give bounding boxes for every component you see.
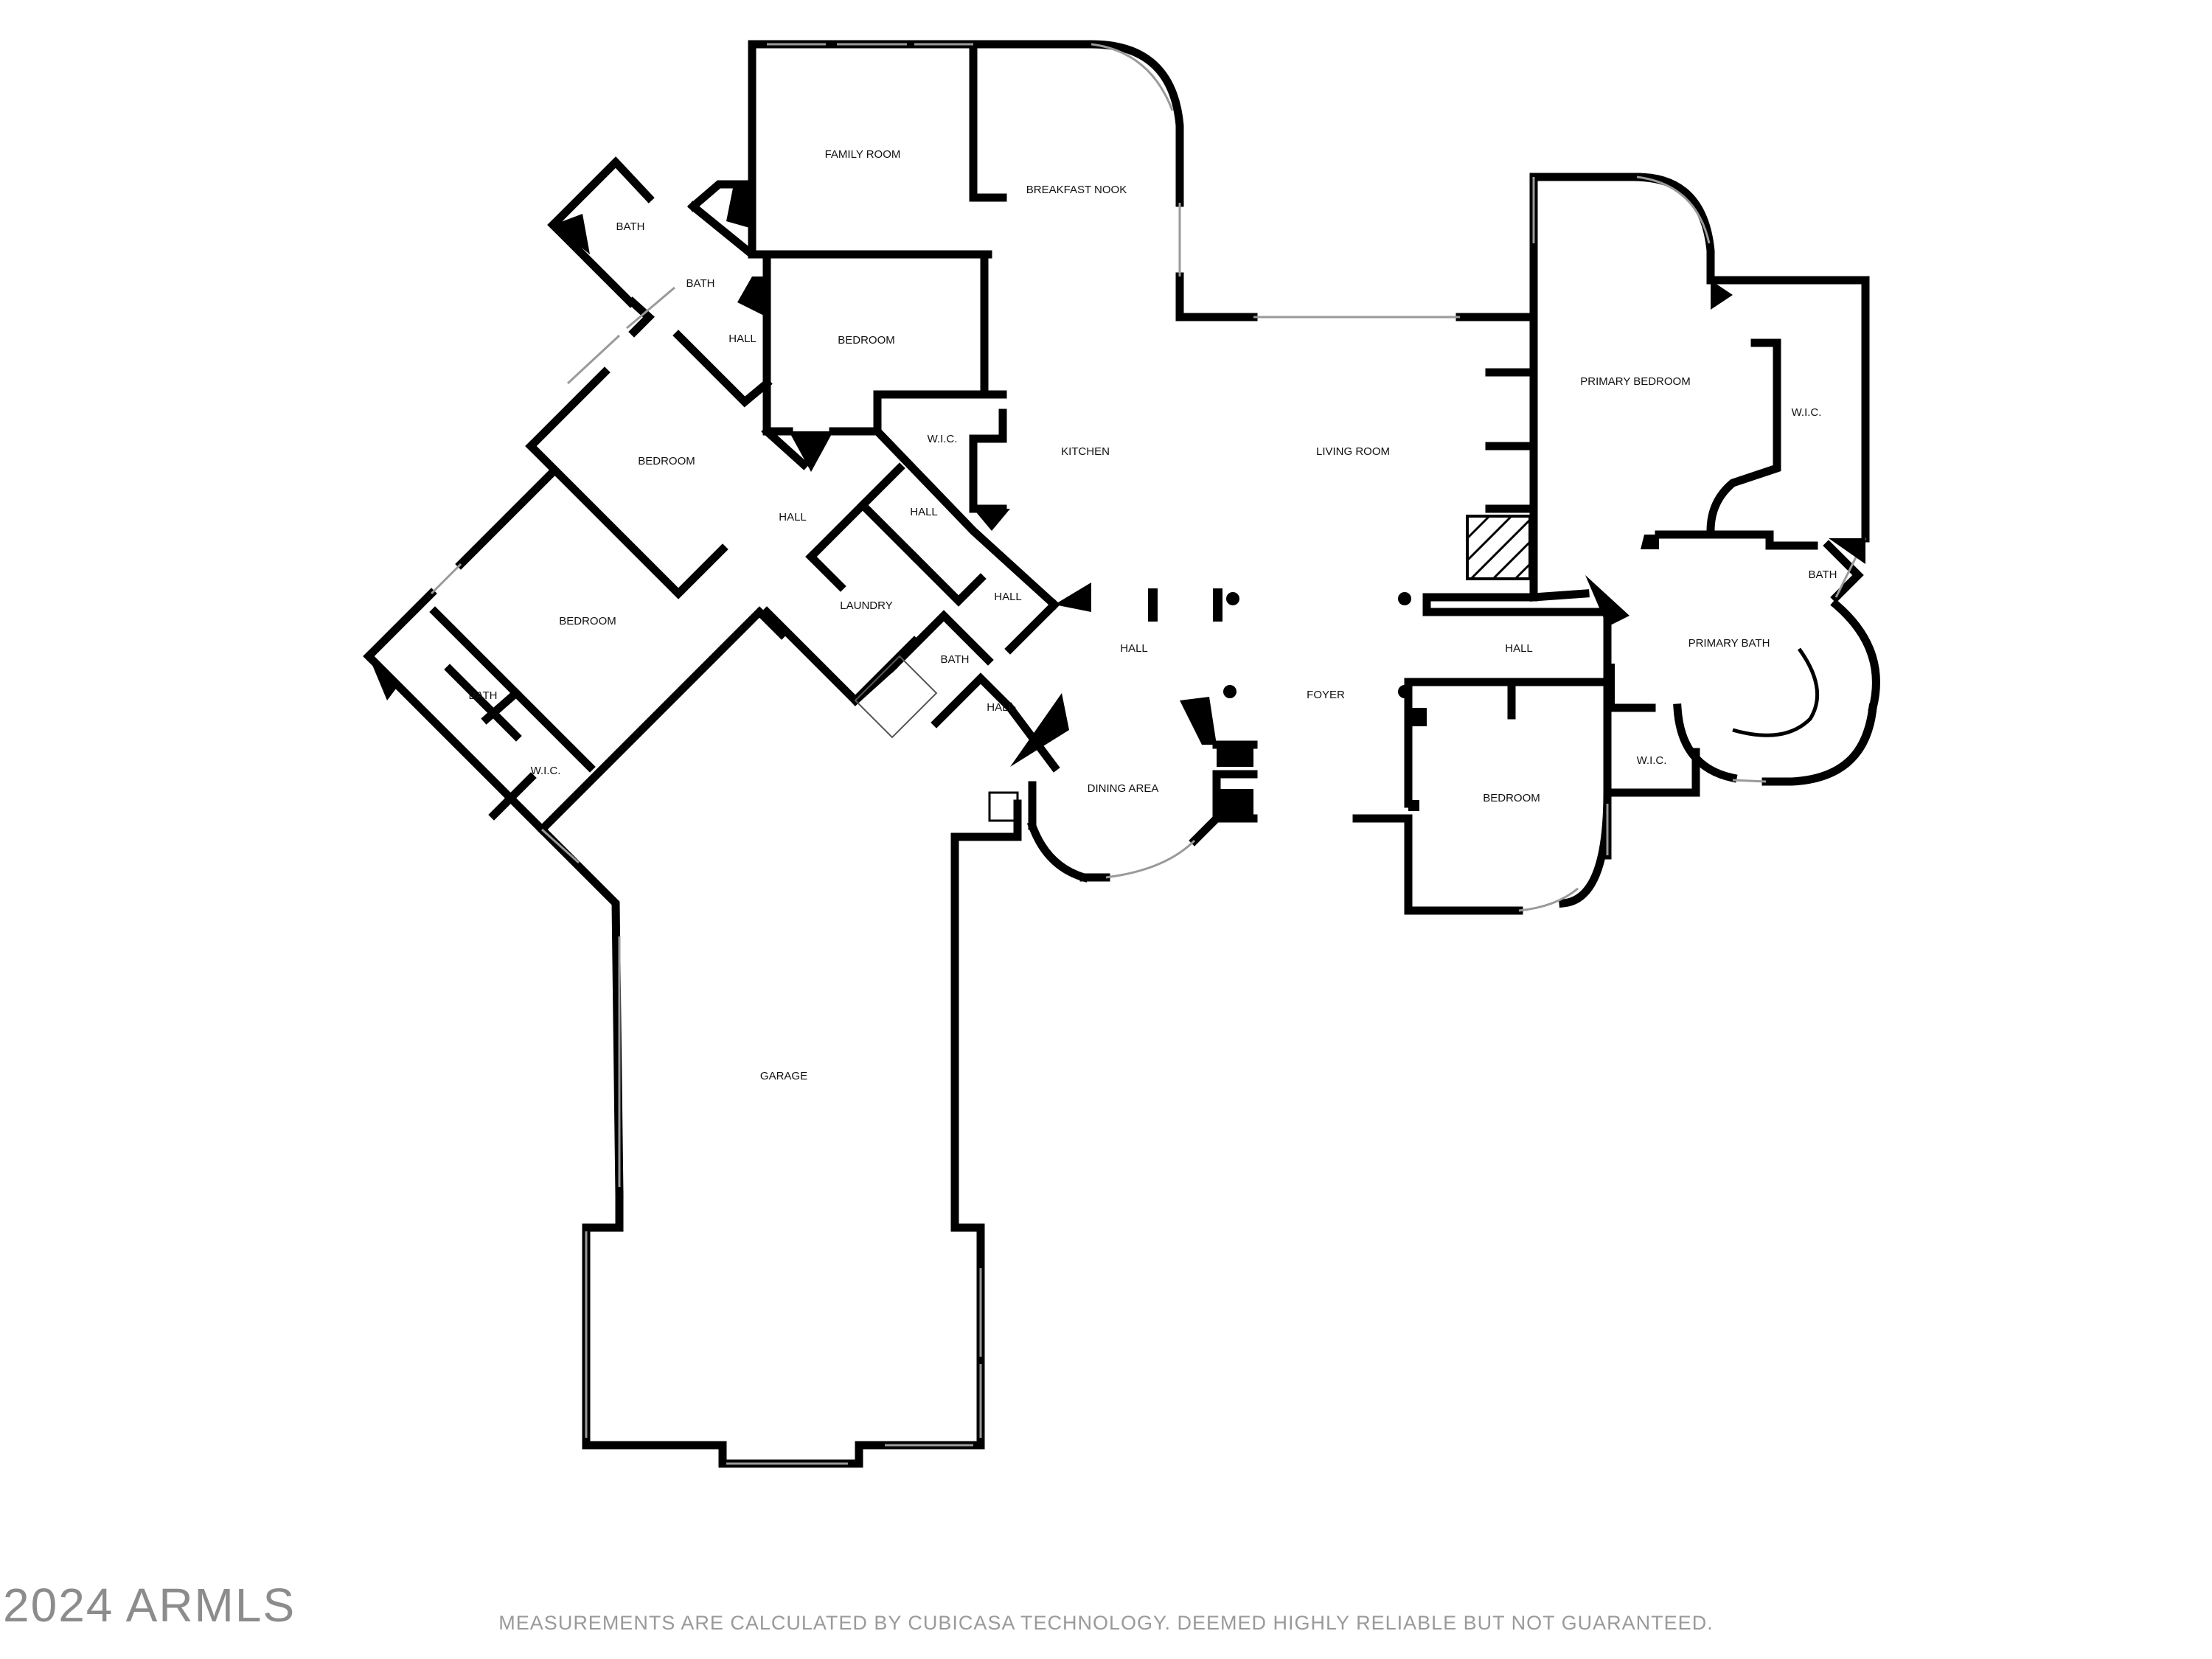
label-hall-right: HALL <box>1505 642 1533 655</box>
label-bedroom-mid: BEDROOM <box>638 455 695 467</box>
label-laundry: LAUNDRY <box>840 599 892 612</box>
label-family-room: FAMILY ROOM <box>825 148 901 161</box>
room-labels: FAMILY ROOM BREAKFAST NOOK BATH BATH HAL… <box>469 148 1837 1082</box>
fireplace-icon <box>1466 515 1531 580</box>
watermark-text: 2024 ARMLS <box>3 1579 296 1632</box>
label-bath-primary-small: BATH <box>1809 568 1837 581</box>
label-hall-upper: HALL <box>728 333 757 345</box>
label-wic-upper: W.I.C. <box>928 433 958 445</box>
label-hall-mid: HALL <box>779 511 807 524</box>
label-wic-right: W.I.C. <box>1637 754 1667 767</box>
label-breakfast-nook: BREAKFAST NOOK <box>1026 184 1127 196</box>
label-hall-main: HALL <box>1120 642 1148 655</box>
label-dining-area: DINING AREA <box>1088 782 1159 795</box>
label-primary-bedroom: PRIMARY BEDROOM <box>1580 375 1690 388</box>
label-hall-center: HALL <box>994 591 1022 603</box>
label-wic-left: W.I.C. <box>531 765 561 777</box>
windows <box>430 43 1867 1465</box>
label-bath-upper-2: BATH <box>686 277 715 290</box>
walls <box>363 40 1880 1468</box>
label-hall-lower: HALL <box>987 701 1015 714</box>
label-wic-primary: W.I.C. <box>1792 406 1822 419</box>
label-kitchen: KITCHEN <box>1061 445 1110 458</box>
label-foyer: FOYER <box>1307 689 1345 701</box>
laundry-box <box>854 655 938 739</box>
label-bath-upper: BATH <box>616 220 645 233</box>
label-bath-center: BATH <box>941 653 970 666</box>
label-hall-mid-2: HALL <box>910 506 938 518</box>
label-garage: GARAGE <box>760 1070 807 1082</box>
label-bedroom-upper: BEDROOM <box>838 334 895 347</box>
label-primary-bath: PRIMARY BATH <box>1688 637 1770 650</box>
label-bedroom-right: BEDROOM <box>1483 792 1540 804</box>
wall-fills <box>369 184 1865 818</box>
storage-box <box>988 791 1019 822</box>
label-living-room: LIVING ROOM <box>1316 445 1390 458</box>
label-bedroom-left: BEDROOM <box>559 615 616 627</box>
disclaimer-text: MEASUREMENTS ARE CALCULATED BY CUBICASA … <box>498 1612 1714 1634</box>
label-bath-left: BATH <box>469 689 498 702</box>
